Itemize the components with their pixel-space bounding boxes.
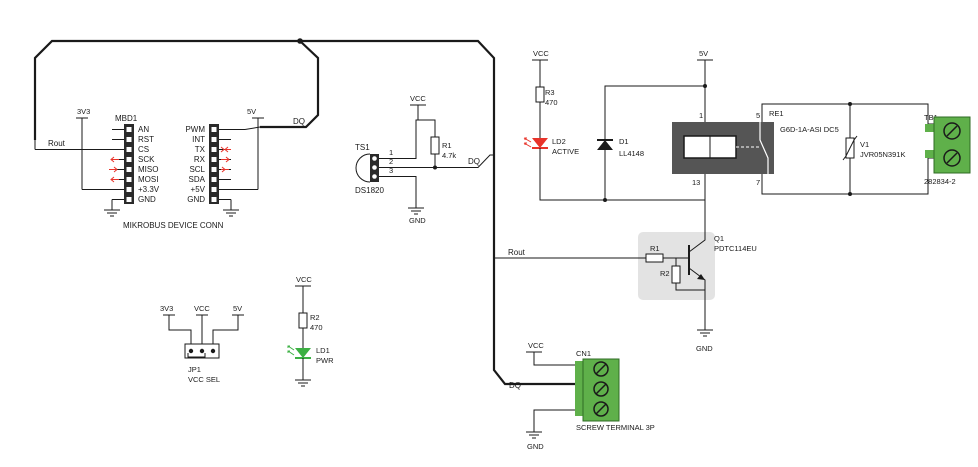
jp1-5v-label: 5V [233, 304, 242, 313]
tb1-part: 282834-2 [924, 177, 956, 186]
mikrobus-5v-net: 5V [247, 107, 256, 116]
dq-bus-loop [33, 38, 575, 386]
jp1-vcc-selector: 3V3 VCC 5V JP1 VCC SEL [160, 304, 244, 384]
active-led-circuit: VCC R3 470 LD2 ACTIVE [523, 49, 705, 202]
ts1-pin-2: 2 [389, 157, 393, 166]
q1-gnd-label: GND [696, 344, 713, 353]
mikrobus-ref: MBD1 [115, 114, 138, 123]
mikrobus-pin-miso: MISO [138, 165, 158, 174]
mikrobus-pin-pwm: PWM [185, 125, 205, 134]
mikrobus-pin-sda: SDA [189, 175, 206, 184]
cn1-caption: SCREW TERMINAL 3P [576, 423, 655, 432]
pwr-led-icon [295, 348, 311, 358]
relay-ref: RE1 [769, 109, 784, 118]
mikrobus-pin-gnd-right: GND [187, 195, 205, 204]
relay-pin-5: 5 [756, 111, 760, 120]
ts1-ref: TS1 [355, 143, 370, 152]
cn1-ref-label: CN1 [576, 349, 591, 358]
mikrobus-pin-tx: TX [195, 145, 206, 154]
ts1-temperature-sensor: TS1 1 2 3 DS1820 GND DQ [355, 119, 494, 225]
mikrobus-pin-int: INT [192, 135, 205, 144]
q1-ref: Q1 [714, 234, 724, 243]
jp1-3v3-label: 3V3 [160, 304, 173, 313]
v1-part: JVR05N391K [860, 150, 905, 159]
ld2-ref: LD2 [552, 137, 566, 146]
r1-value: 4.7k [442, 151, 456, 160]
cn1-dq-label: DQ [509, 381, 521, 390]
v1-varistor: V1 JVR05N391K [842, 104, 905, 194]
diode-icon [597, 140, 613, 150]
mikrobus-pin-5v: +5V [191, 185, 206, 194]
cn1-vcc-label: VCC [528, 341, 544, 350]
jp1-ref: JP1 [188, 365, 201, 374]
cn1-gnd-label: GND [527, 442, 544, 451]
r1-vcc-label: VCC [410, 94, 426, 103]
mikrobus-pin-3v3: +3.3V [138, 185, 160, 194]
jp1-vcc-label: VCC [194, 304, 210, 313]
cn1-screw-terminal: CN1 VCC DQ GND SCREW TERMINAL 3P [509, 341, 655, 451]
ld1-label: PWR [316, 356, 334, 365]
mikrobus-pin-scl: SCL [189, 165, 205, 174]
mikrobus-dq-net: DQ [293, 117, 305, 126]
pwr-vcc-label: VCC [296, 275, 312, 284]
d1-part: LL4148 [619, 149, 644, 158]
jp1-caption: VCC SEL [188, 375, 220, 384]
signal-direction-arrows [109, 146, 231, 183]
r3-value: 470 [545, 98, 558, 107]
mikrobus-connector: MBD1 AN RST CS SCK MISO MOSI +3.3V GND P… [34, 107, 305, 230]
relay-part: G6D-1A-ASI DC5 [780, 125, 839, 134]
q1-r1-ref: R1 [650, 244, 660, 253]
mikrobus-pin-an: AN [138, 125, 149, 134]
v1-ref: V1 [860, 140, 869, 149]
relay-pin-13: 13 [692, 178, 700, 187]
relay-pin-1: 1 [699, 111, 703, 120]
q1-r2-ref: R2 [660, 269, 670, 278]
mikrobus-right-header [209, 124, 219, 204]
r1-pullup-resistor: VCC R1 4.7k [410, 94, 456, 170]
r2-value: 470 [310, 323, 323, 332]
tb1-ref: TB1 [924, 113, 938, 122]
active-vcc-label: VCC [533, 49, 549, 58]
ld1-ref: LD1 [316, 346, 330, 355]
mikrobus-pin-gnd-left: GND [138, 195, 156, 204]
q1-rout-label: Rout [508, 248, 526, 257]
ts1-part: DS1820 [355, 186, 384, 195]
ts1-pin-3: 3 [389, 166, 393, 175]
d1-flyback-diode: D1 LL4148 [597, 84, 707, 200]
mikrobus-left-header [124, 124, 134, 204]
re1-relay: 5V 1 5 13 7 RE1 G6D-1A-ASI DC5 [672, 49, 945, 232]
active-led-icon [532, 138, 548, 148]
mikrobus-3v3-net: 3V3 [77, 107, 90, 116]
mikrobus-rout-net: Rout [48, 139, 66, 148]
mikrobus-pin-cs: CS [138, 145, 149, 154]
q1-transistor: Q1 PDTC114EU R1 R2 Rout GND [494, 232, 757, 353]
ts1-gnd-label: GND [409, 216, 426, 225]
ts1-pin-1: 1 [389, 148, 393, 157]
mikrobus-pin-mosi: MOSI [138, 175, 158, 184]
mikrobus-pin-sck: SCK [138, 155, 155, 164]
ld2-label: ACTIVE [552, 147, 579, 156]
ts1-dq-label: DQ [468, 157, 480, 166]
r2-ref: R2 [310, 313, 320, 322]
mikrobus-pin-rx: RX [194, 155, 206, 164]
r3-ref: R3 [545, 88, 555, 97]
pwr-led-circuit: VCC R2 470 LD1 PWR [287, 275, 334, 387]
d1-ref: D1 [619, 137, 629, 146]
r1-ref: R1 [442, 141, 452, 150]
mikrobus-pin-rst: RST [138, 135, 154, 144]
relay-pin-7: 7 [756, 178, 760, 187]
tb1-terminal-block: TB1 282834-2 [924, 113, 971, 186]
q1-part: PDTC114EU [714, 244, 757, 253]
relay-5v-label: 5V [699, 49, 708, 58]
mikrobus-caption: MIKROBUS DEVICE CONN [123, 221, 224, 230]
gnd-symbol [104, 199, 239, 217]
